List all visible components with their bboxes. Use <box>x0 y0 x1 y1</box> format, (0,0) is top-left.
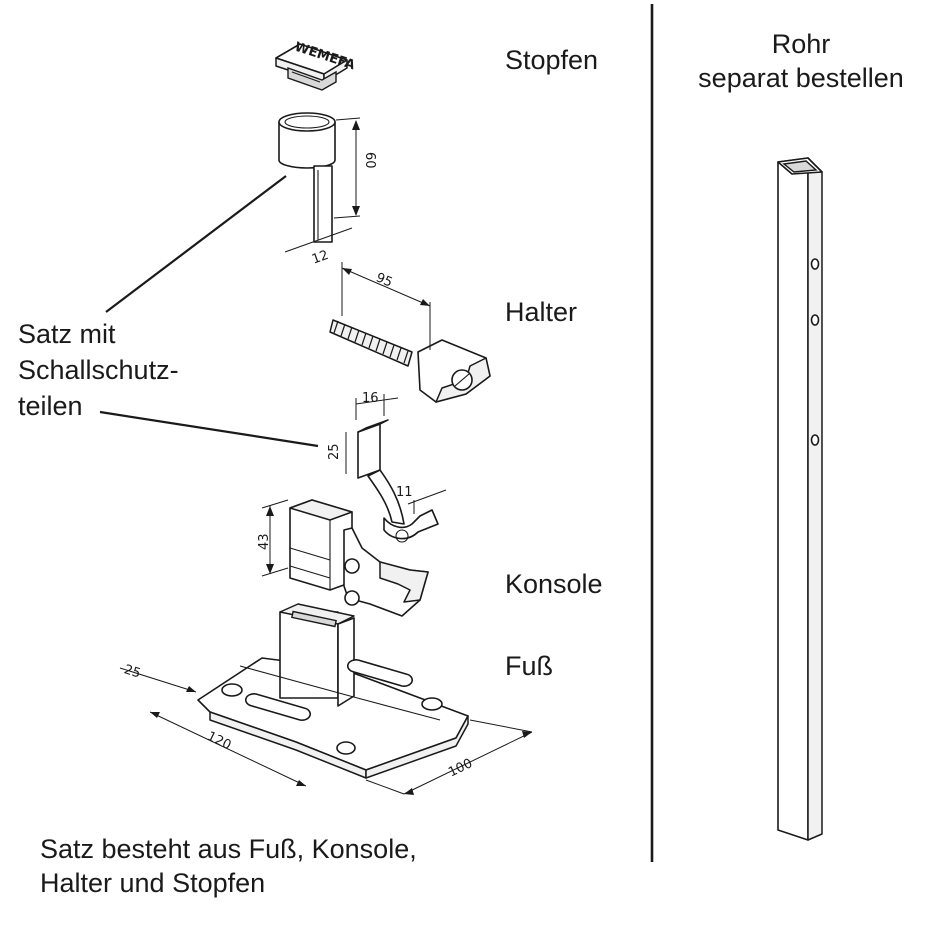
dim-sleeve-height: 60 <box>362 152 377 169</box>
caption-line2: Halter und Stopfen <box>40 868 266 898</box>
label-fuss: Fuß <box>505 651 554 681</box>
console-part <box>289 499 429 617</box>
leader-line-clip <box>99 410 319 448</box>
clip-part <box>357 419 439 543</box>
dim-foot-side: 25 <box>122 662 142 681</box>
dim-sleeve-width: 12 <box>310 248 331 268</box>
label-satz-line2: Schallschutz- <box>18 355 179 385</box>
dim-clip-width: 16 <box>362 391 379 406</box>
dimension-bolt: 95 <box>341 262 431 350</box>
label-rohr-line1: Rohr <box>771 29 831 59</box>
foot-part <box>197 603 469 779</box>
plug-part: WEMEFA <box>275 40 357 91</box>
dim-console-height: 43 <box>257 533 272 550</box>
dim-foot-width: 100 <box>446 756 475 780</box>
dimension-console: 43 <box>257 499 289 577</box>
dim-clip-depth: 11 <box>396 485 413 500</box>
caption: Satz besteht aus Fuß, Konsole, Halter un… <box>40 832 417 900</box>
label-rohr: Rohr separat bestellen <box>652 28 950 96</box>
label-stopfen: Stopfen <box>505 45 599 75</box>
dim-bolt-length: 95 <box>374 270 395 290</box>
leader-line-sleeve <box>105 175 287 313</box>
label-satz-line1: Satz mit <box>18 319 116 349</box>
holder-part <box>329 319 491 403</box>
caption-line1: Satz besteht aus Fuß, Konsole, <box>40 834 417 864</box>
label-satz-schallschutz: Satz mit Schallschutz- teilen <box>18 316 179 424</box>
label-halter: Halter <box>505 297 578 327</box>
dim-clip-height: 25 <box>327 443 342 460</box>
dimension-clip: 16 25 11 <box>327 391 447 514</box>
sound-insulation-sleeve <box>278 112 336 243</box>
label-satz-line3: teilen <box>18 391 83 421</box>
label-rohr-line2: separat bestellen <box>698 62 904 93</box>
tube-part <box>777 157 823 841</box>
dimension-sleeve: 60 12 <box>284 117 377 268</box>
label-konsole: Konsole <box>505 569 603 599</box>
